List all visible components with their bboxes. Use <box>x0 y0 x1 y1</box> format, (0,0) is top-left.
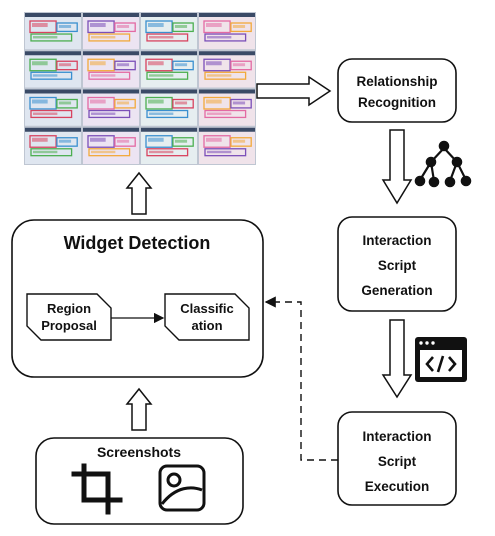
screenshot-thumbnail <box>83 51 139 88</box>
generation-label-1: Interaction <box>362 233 431 248</box>
region-proposal-label-2: Proposal <box>41 318 97 333</box>
classification-box <box>164 293 250 341</box>
region-proposal-box <box>26 293 112 341</box>
screenshot-thumbnail <box>199 89 255 126</box>
screenshots-label: Screenshots <box>97 444 181 460</box>
script-execution-box <box>337 411 457 506</box>
screenshot-thumbnail <box>83 13 139 50</box>
screenshot-thumbnail <box>199 127 255 164</box>
generation-label-2: Script <box>378 258 417 273</box>
crop-icon <box>71 463 123 515</box>
execution-feedback-dashed-arrow <box>264 296 338 461</box>
screenshot-thumbnail <box>141 51 197 88</box>
code-window-icon <box>415 337 467 382</box>
screenshot-thumbnail <box>199 13 255 50</box>
hierarchy-tree-icon <box>414 140 472 188</box>
screenshot-thumbnail <box>25 127 81 164</box>
screenshot-thumbnail <box>141 127 197 164</box>
generation-label-3: Generation <box>361 283 432 298</box>
screenshots-to-detection-arrow <box>125 387 153 431</box>
detection-to-grid-arrow <box>125 171 153 215</box>
execution-label-1: Interaction <box>362 429 431 444</box>
screenshot-thumbnail <box>25 51 81 88</box>
classification-label-2: ation <box>191 318 222 333</box>
screenshot-thumbnail <box>199 51 255 88</box>
screenshot-thumbnail <box>25 89 81 126</box>
classification-label-1: Classific <box>180 301 233 316</box>
relationship-label-2: Recognition <box>358 95 436 110</box>
screenshot-thumbnail-grid <box>24 12 256 165</box>
relationship-to-generation-arrow <box>381 129 413 205</box>
screenshot-thumbnail <box>25 13 81 50</box>
script-generation-box <box>337 216 457 312</box>
execution-label-2: Script <box>378 454 417 469</box>
region-proposal-label-1: Region <box>47 301 91 316</box>
screenshot-thumbnail <box>83 127 139 164</box>
widget-detection-title: Widget Detection <box>64 233 211 253</box>
screenshot-thumbnail <box>83 89 139 126</box>
relationship-label-1: Relationship <box>356 74 437 89</box>
generation-to-execution-arrow <box>381 319 413 399</box>
screenshot-thumbnail <box>141 13 197 50</box>
relationship-recognition-box <box>337 58 457 123</box>
screenshot-thumbnail <box>141 89 197 126</box>
execution-label-3: Execution <box>365 479 430 494</box>
grid-to-relationship-arrow <box>256 75 332 107</box>
image-icon <box>158 464 206 512</box>
